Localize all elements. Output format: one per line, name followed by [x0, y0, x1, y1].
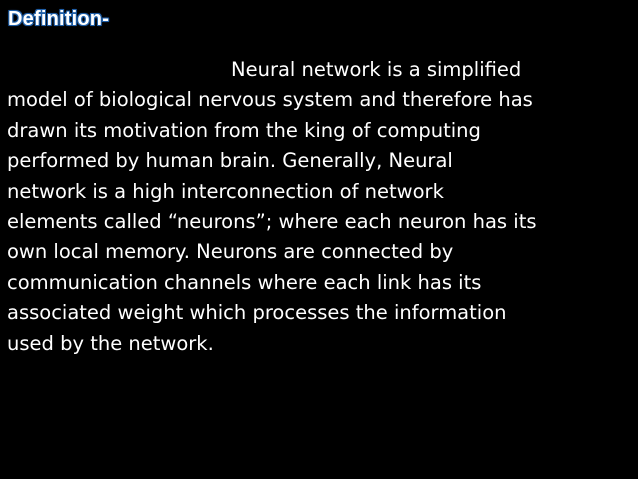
paragraph-line: performed by human brain. Generally, Neu… — [7, 149, 453, 173]
paragraph-line: elements called “neurons”; where each ne… — [7, 210, 537, 234]
paragraph-line: model of biological nervous system and t… — [7, 88, 533, 112]
definition-paragraph: Neural network is a simplified model of … — [7, 55, 633, 359]
paragraph-line: associated weight which processes the in… — [7, 301, 507, 325]
paragraph-line: communication channels where each link h… — [7, 270, 482, 294]
paragraph-line: drawn its motivation from the king of co… — [7, 118, 481, 142]
paragraph-line: Neural network is a simplified — [231, 58, 522, 81]
paragraph-line: own local memory. Neurons are connected … — [7, 240, 454, 264]
slide-heading: Definition- — [8, 8, 110, 30]
paragraph-line: used by the network. — [7, 331, 214, 355]
paragraph-line: network is a high interconnection of net… — [7, 179, 444, 203]
